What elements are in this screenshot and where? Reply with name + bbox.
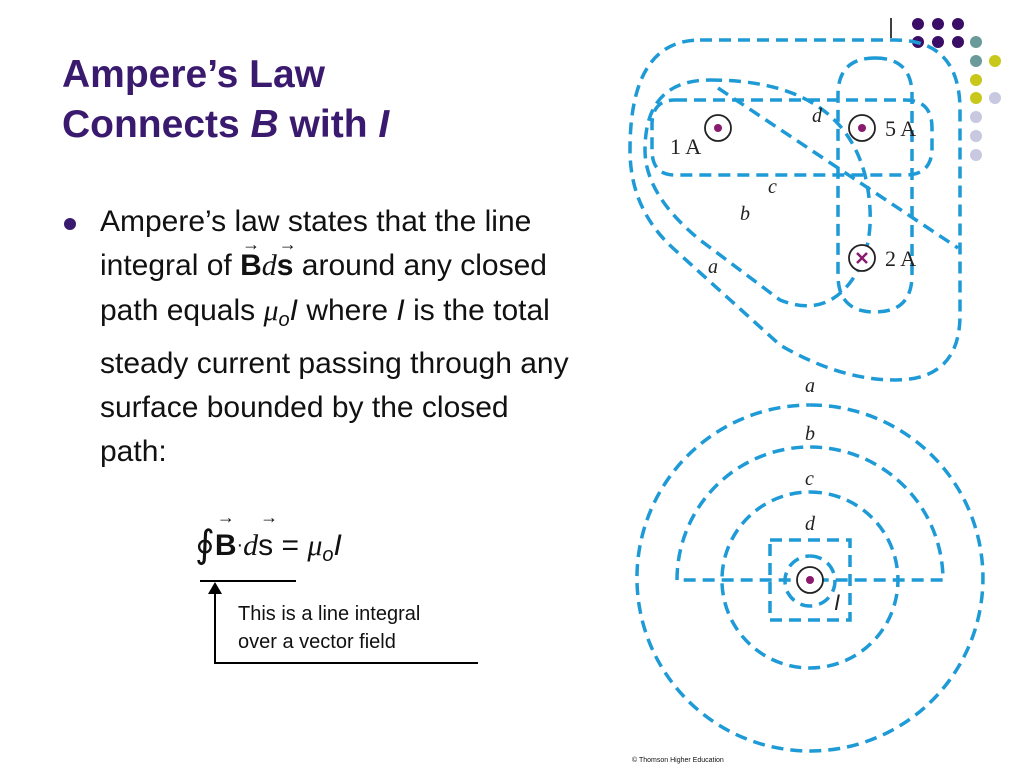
label-a-top: a xyxy=(708,256,718,278)
path-inner-bottom xyxy=(783,554,837,608)
path-a-top xyxy=(628,38,962,382)
callout-leader-line xyxy=(214,592,216,663)
bullet-text-part1: Ampere’s law states that the line integr… xyxy=(100,205,532,282)
current-1A xyxy=(704,114,732,142)
dot-grid xyxy=(912,18,1001,161)
title-with: with xyxy=(278,103,379,146)
path-d-bottom xyxy=(768,538,852,622)
bullet-text-part4: is the total steady current passing thro… xyxy=(100,294,569,468)
copyright-credit: © Thomson Higher Education xyxy=(632,757,724,764)
formula-dot: · xyxy=(236,534,244,556)
bullet-mu-subscript: o xyxy=(278,309,290,331)
title-line-2: Connects B with I xyxy=(62,100,582,150)
integral-underline xyxy=(200,580,296,582)
formula-mu: μ xyxy=(307,529,323,562)
bullet-text-part3: where xyxy=(298,294,397,327)
bullet-mu: μ xyxy=(263,294,279,327)
path-c-bottom xyxy=(720,490,900,670)
callout-arrow-icon xyxy=(208,582,222,594)
bullet-s-vector: s xyxy=(277,222,297,288)
bullet-text-part2: around any closed path equals xyxy=(100,249,547,327)
integral-symbol: ∮ xyxy=(195,522,215,566)
formula-mu-subscript: o xyxy=(322,544,334,566)
callout-line-1: This is a line integral xyxy=(238,603,421,625)
label-d-top: d xyxy=(812,105,823,127)
callout-note: This is a line integral over a vector fi… xyxy=(238,600,488,656)
bullet-marker xyxy=(64,218,76,230)
slide-title: Ampere’s Law Connects B with I xyxy=(62,50,582,150)
label-c-top: c xyxy=(768,176,777,198)
label-5A: 5 A xyxy=(885,116,916,141)
formula-equals: = xyxy=(273,529,308,562)
label-d-bottom: d xyxy=(805,513,816,535)
label-I-bottom: I xyxy=(834,590,840,615)
path-b-top xyxy=(643,78,872,308)
bullet-I-2: I xyxy=(396,294,405,327)
callout-bottom-line xyxy=(214,662,478,664)
current-I-bottom xyxy=(796,566,824,594)
bullet-I-1: I xyxy=(289,294,298,327)
label-2A: 2 A xyxy=(885,246,916,271)
current-5A xyxy=(848,114,876,142)
title-B: B xyxy=(250,103,279,146)
label-b-bottom: b xyxy=(805,423,815,445)
path-a-bottom xyxy=(635,403,985,753)
bullet-d: d xyxy=(261,249,277,282)
formula-s-vector: s xyxy=(258,507,278,563)
bullet-text: Ampere’s law states that the line integr… xyxy=(100,200,580,474)
current-2A xyxy=(848,244,876,272)
formula-B-vector: B xyxy=(215,507,237,563)
title-line-1: Ampere’s Law xyxy=(62,53,325,96)
title-I: I xyxy=(378,103,390,146)
label-a-bottom: a xyxy=(805,375,815,397)
formula-d: d xyxy=(243,529,259,562)
ampere-formula: ∮B·ds = μoI xyxy=(195,507,342,567)
callout-line-2: over a vector field xyxy=(238,631,396,653)
label-c-bottom: c xyxy=(805,468,814,490)
label-1A: 1 A xyxy=(670,134,701,159)
path-d-top xyxy=(836,56,914,314)
path-cross-line xyxy=(717,86,959,250)
path-c-top xyxy=(650,98,934,177)
decorative-dots xyxy=(890,18,1001,161)
label-b-top: b xyxy=(740,203,750,225)
formula-I: I xyxy=(333,529,342,562)
path-b-bottom xyxy=(675,445,945,582)
bullet-B-vector: B xyxy=(240,222,262,288)
title-connects: Connects xyxy=(62,103,251,146)
